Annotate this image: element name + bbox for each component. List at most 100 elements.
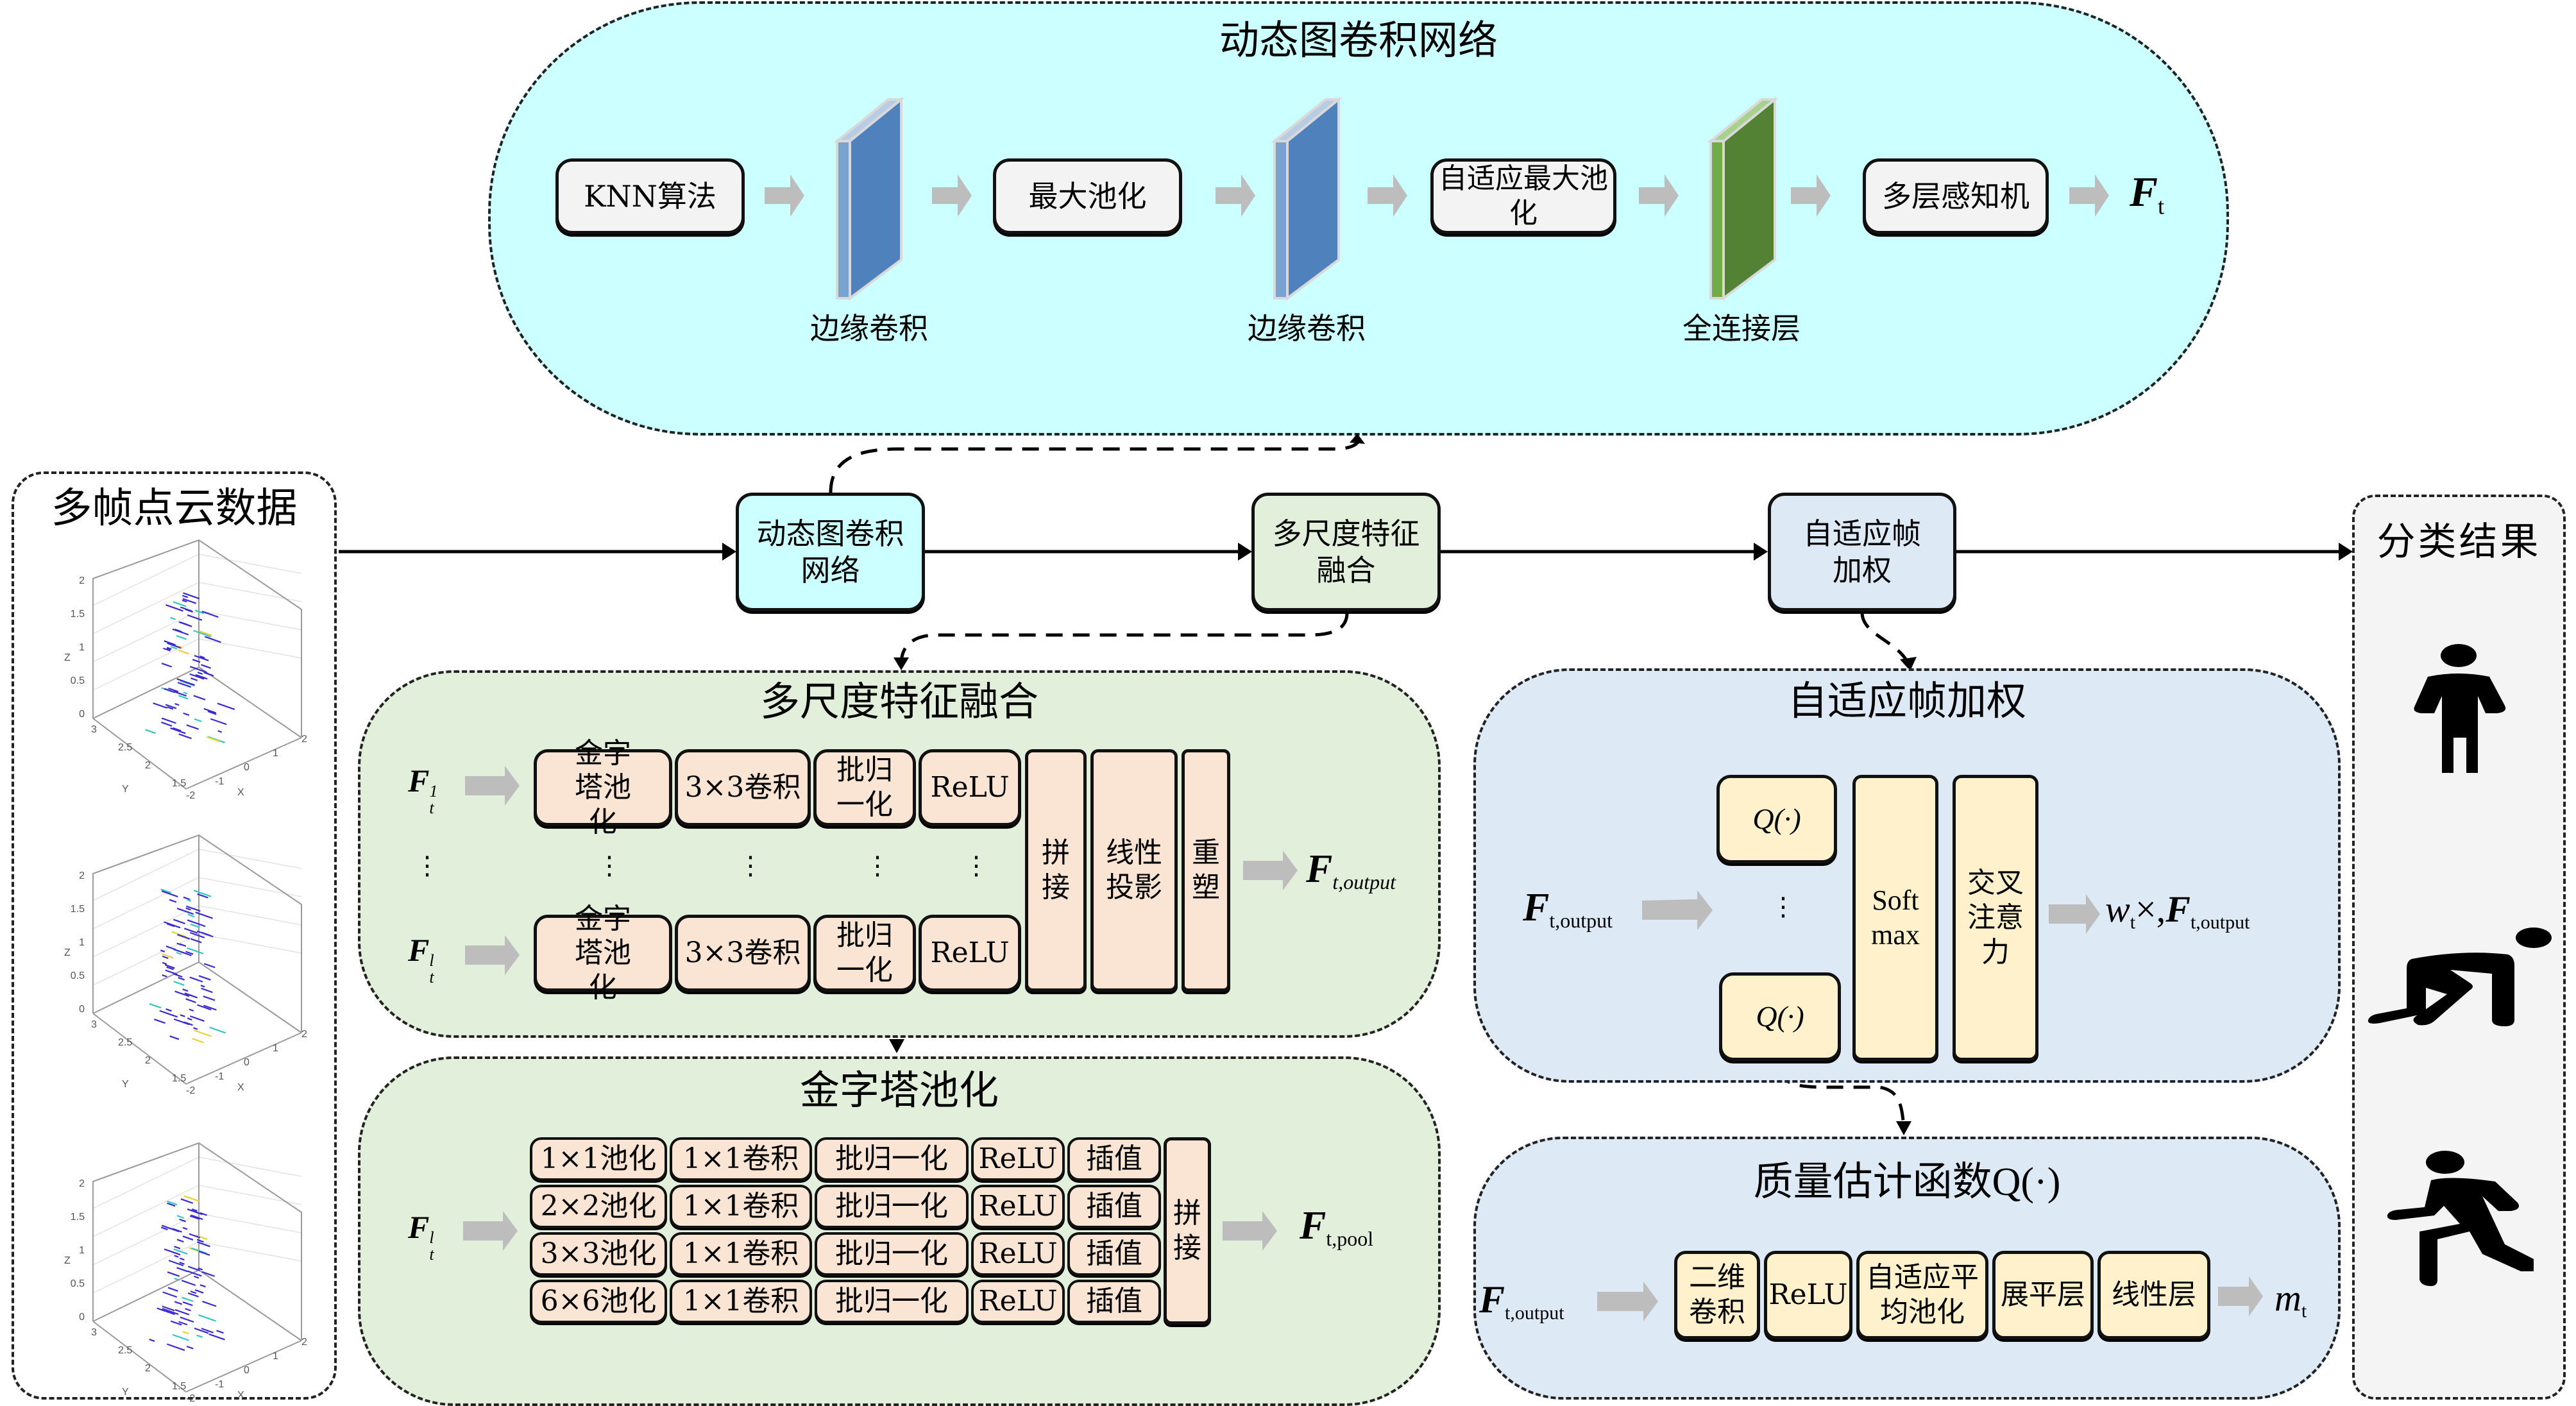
z-tick-label: 0 [79,1004,85,1015]
flow-arrow-icon [932,174,972,217]
grid-line [198,905,302,926]
point-streak [194,1289,204,1294]
point-streak [174,703,180,706]
point-streak [193,890,212,897]
point-streak [149,1003,162,1009]
point-streak [173,973,183,978]
point-streak [191,1208,198,1212]
y-tick-label: 1.5 [172,1073,186,1084]
mlp-block: 多层感知机 [1863,158,2049,234]
grid-line [198,933,302,954]
main-afw-box[interactable]: 自适应帧加权 [1768,493,1956,611]
point-streak [176,908,194,915]
point-streak [178,695,189,700]
point-streak [149,1339,155,1342]
point-streak [167,1271,180,1277]
grid-line [92,610,199,663]
y-tick-label: 2.5 [118,742,132,753]
expand-arrowhead-icon [889,1039,904,1053]
point-streak [145,729,156,734]
ppm-relu-block: ReLU [971,1232,1065,1276]
point-streak [189,666,207,673]
y-tick-label: 3 [91,1019,97,1030]
point-streak [183,691,188,695]
y-tick-label: 3 [91,724,97,735]
msff-pyramid-pool-block: 金字塔池化 [534,902,672,1004]
x-tick-label: 1 [273,1043,278,1054]
point-streak [190,938,202,944]
point-streak [161,953,174,959]
y-axis-label: Y [122,784,129,795]
point-streak [168,687,179,693]
main-dgcnn-box[interactable]: 动态图卷积网络 [736,493,925,611]
main-msff-box[interactable]: 多尺度特征融合 [1251,493,1441,611]
x-tick-label: -1 [215,776,224,787]
flow-arrow-icon [1216,174,1255,217]
point-streak [164,1248,181,1256]
point-streak [160,1226,168,1231]
point-streak [186,1345,194,1350]
point-streak [182,598,197,604]
edgeconv-layer-icon [834,96,904,301]
point-streak [162,1308,179,1316]
point-streak [203,707,217,714]
ppm-concat-block: 拼接 [1164,1137,1211,1325]
y-tick-label: 2.5 [118,1037,132,1048]
ppm-panel-title: 金字塔池化 [799,1067,999,1114]
point-streak [198,975,211,981]
ppm-pool-block: 6×6池化 [530,1280,667,1323]
x-tick-label: -2 [186,1085,195,1096]
point-streak [186,905,201,912]
point-streak [161,663,173,668]
cross-attention-block: 交叉注意力 [1953,775,2038,1061]
fallen-person-icon [2368,927,2552,1026]
point-streak [172,1228,182,1233]
point-streak [170,1320,182,1326]
z-tick-label: 2 [79,575,85,586]
qe-panel-title: 质量估计函数Q(·) [1753,1160,2061,1204]
fc-layer-icon [1707,96,1778,301]
x-tick-label: 0 [244,1365,250,1376]
point-streak [160,949,165,953]
point-streak [182,1226,188,1230]
knn-block: KNN算法 [555,158,745,234]
point-streak [173,948,192,956]
grid-line [198,1213,302,1233]
point-streak [196,1241,210,1248]
point-streak [187,899,192,902]
plot-frame [198,666,302,738]
point-streak [185,951,194,955]
point-streak [162,961,167,965]
point-streak [169,1035,180,1040]
point-streak [190,1291,197,1294]
point-streak [174,1301,182,1305]
point-streak [185,1308,191,1312]
qe-relu-block: ReLU [1764,1251,1852,1339]
grid-line [198,554,302,574]
plot-frame [92,1013,187,1085]
point-streak [167,1202,176,1207]
expand-arrowhead-icon [1900,657,1917,671]
ppm-conv1x1-block: 1×1卷积 [670,1232,812,1276]
point-streak [170,616,176,620]
point-streak [198,1314,216,1322]
point-streak [166,647,172,650]
point-streak [168,1260,184,1267]
grid-line [92,1241,199,1294]
point-streak [179,943,187,947]
z-tick-label: 1 [79,937,85,948]
x-tick-label: -2 [186,1393,195,1404]
point-streak [191,1214,203,1221]
point-streak [176,635,187,640]
grid-line [92,1156,199,1209]
point-streak [196,930,214,938]
point-streak [180,1014,185,1017]
point-streak [196,1334,203,1338]
point-streak [217,702,235,711]
ellipsis-icon: ⋮ [738,851,763,881]
point-streak [210,718,227,725]
point-streak [183,712,190,716]
point-streak [174,629,182,633]
